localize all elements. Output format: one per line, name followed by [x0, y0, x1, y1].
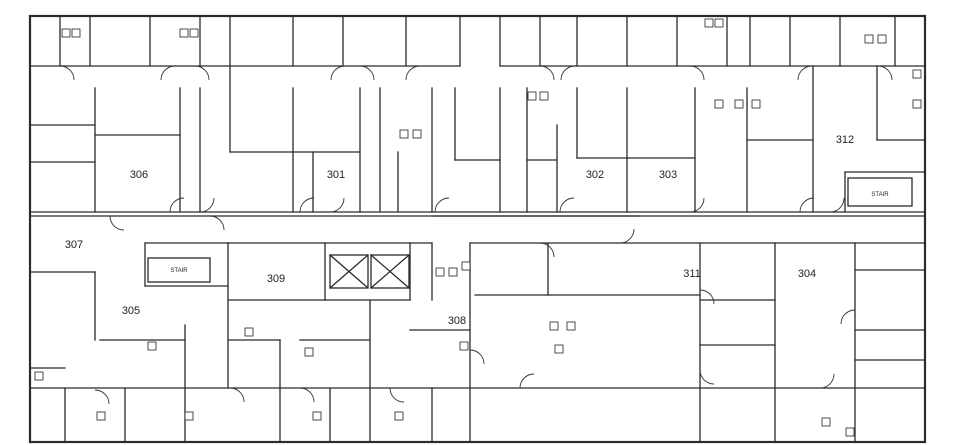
- upper-block-partitions: [29, 65, 926, 213]
- room-label-309: 309: [267, 273, 285, 285]
- exterior-wall: [28, 14, 927, 444]
- room-label-305: 305: [122, 305, 140, 317]
- elevator-shafts: [329, 254, 410, 289]
- room-label-301: 301: [327, 169, 345, 181]
- room-label-307: 307: [65, 239, 83, 251]
- room-label-308: 308: [448, 315, 466, 327]
- top-partitions: [59, 15, 896, 153]
- stair-label-east: STAIR: [871, 192, 889, 198]
- corridor-walls: [29, 65, 926, 389]
- room-label-304: 304: [798, 268, 816, 280]
- room-label-306: 306: [130, 169, 148, 181]
- plumbing-fixtures: [34, 18, 922, 437]
- room-labels: 306 301 302 303 312 307 305 309 308 311 …: [65, 134, 854, 327]
- room-label-302: 302: [586, 169, 604, 181]
- room-label-311: 311: [683, 268, 701, 280]
- stair-box-west: [147, 257, 211, 283]
- room-label-312: 312: [836, 134, 854, 146]
- stair-box-east: [847, 177, 913, 207]
- bottom-partitions: [64, 387, 856, 443]
- lower-block-partitions: [29, 242, 926, 389]
- stair-label-west: STAIR: [170, 268, 188, 274]
- room-label-303: 303: [659, 169, 677, 181]
- door-swings: [59, 65, 893, 405]
